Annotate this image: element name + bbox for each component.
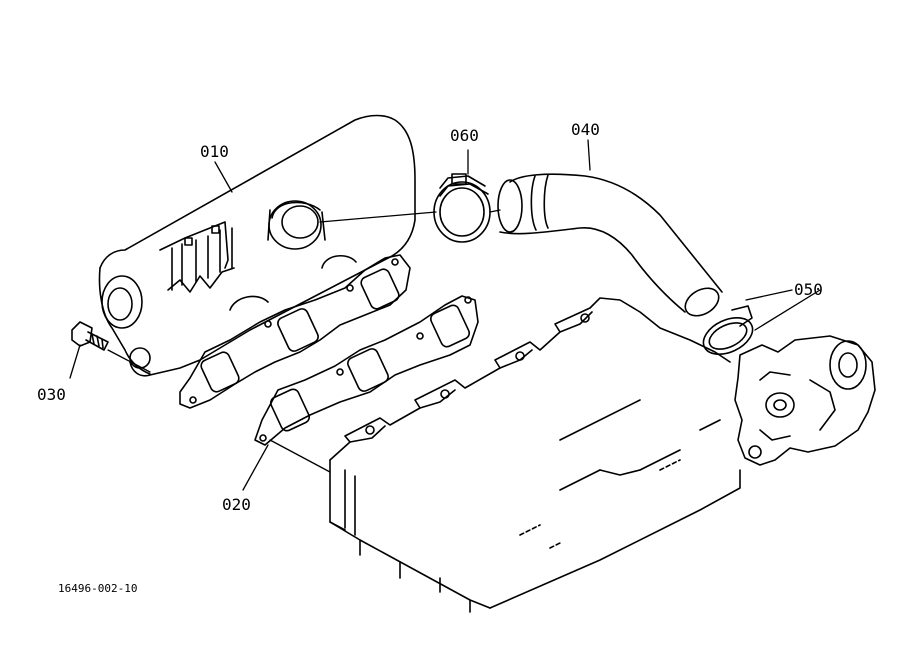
cylinder-head-block [329, 297, 741, 613]
label-020: 020 [222, 495, 251, 514]
manifold-bolt [71, 321, 109, 351]
label-040: 040 [571, 120, 600, 139]
drawing-number: 16496-002-10 [58, 582, 137, 595]
turbocharger [734, 335, 876, 466]
label-060: 060 [450, 126, 479, 145]
manifold-gasket-lower [254, 295, 479, 446]
label-010: 010 [200, 142, 229, 161]
label-050: 050 [794, 280, 823, 299]
hose-clamp-upper [433, 173, 491, 243]
manifold-gasket-upper [179, 254, 411, 409]
turbo-intake-hose [497, 173, 723, 317]
leader-lines [69, 139, 821, 491]
exhaust-manifold [98, 114, 416, 377]
hose-clamp-lower [702, 305, 754, 355]
label-030: 030 [37, 385, 66, 404]
